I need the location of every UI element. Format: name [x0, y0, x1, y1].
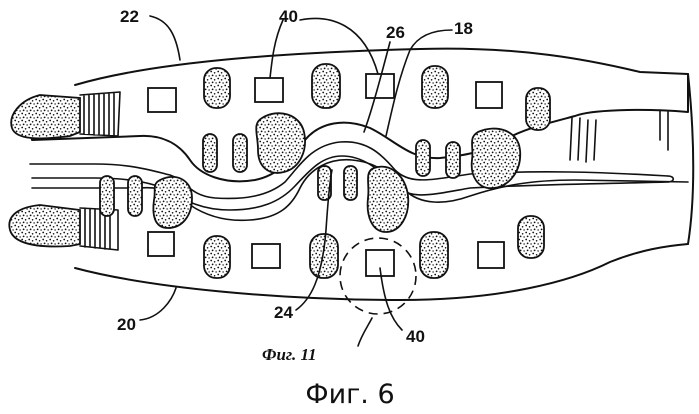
- numeral-40-bottom: 40: [406, 327, 425, 346]
- electrode-40: [148, 88, 176, 112]
- stippled-blob: [368, 167, 409, 232]
- numeral-24: 24: [274, 303, 293, 322]
- stippled-blob: [256, 113, 305, 173]
- stippled-slot: [446, 142, 460, 178]
- shading-hatch: [570, 110, 668, 162]
- stippled-slot: [128, 176, 142, 216]
- stippled-slot: [203, 134, 217, 172]
- stippled-blob: [472, 129, 521, 189]
- lower-jaw-tip: [9, 205, 80, 246]
- numeral-40-top: 40: [279, 7, 298, 26]
- figure-caption: Фиг. 6: [305, 379, 394, 410]
- stippled-pad: [204, 236, 230, 278]
- upper-tip-ribs: [80, 92, 120, 136]
- stippled-pad: [526, 88, 550, 130]
- stippled-pad: [518, 216, 544, 258]
- electrode-40: [252, 244, 280, 268]
- stippled-pad: [420, 232, 448, 278]
- electrode-40: [148, 232, 174, 256]
- stippled-blob: [153, 177, 192, 228]
- electrode-40: [255, 78, 283, 102]
- stippled-slot: [100, 176, 114, 216]
- stippled-pad: [312, 64, 340, 108]
- electrode-40: [476, 82, 502, 108]
- numeral-18: 18: [454, 19, 473, 38]
- stippled-pad: [310, 234, 338, 278]
- detail-callout-label: Фиг. 11: [262, 345, 317, 364]
- numeral-22: 22: [120, 7, 139, 26]
- upper-jaw-tip: [11, 95, 80, 138]
- numeral-26: 26: [386, 23, 405, 42]
- jaw-tips: [9, 92, 120, 250]
- electrode-40: [478, 242, 504, 268]
- stippled-pad: [204, 68, 230, 108]
- stippled-slot: [416, 140, 430, 176]
- numeral-20: 20: [117, 315, 136, 334]
- device-body: [30, 49, 693, 300]
- stippled-slot: [344, 166, 357, 200]
- stippled-slot: [233, 134, 247, 172]
- stippled-pad: [422, 66, 448, 108]
